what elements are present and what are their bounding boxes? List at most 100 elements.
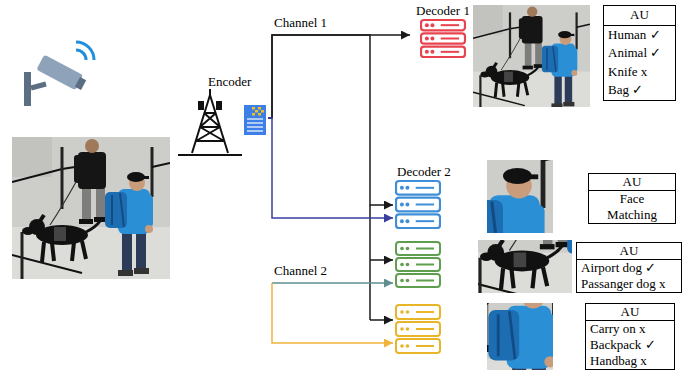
cropped-photo (473, 5, 590, 107)
server-icon (396, 242, 440, 287)
server-light (430, 23, 434, 27)
scene-photo (12, 137, 170, 279)
camera-icon-part (76, 50, 86, 60)
server-light (405, 203, 409, 207)
document-pattern (261, 110, 264, 113)
server-unit (396, 214, 440, 228)
camera-icon-part (24, 72, 31, 106)
channel-wire-part (272, 282, 393, 284)
document-page (244, 105, 266, 135)
document-pattern (255, 110, 258, 113)
table-header: AU (589, 174, 675, 191)
decoder-server: Decoder 1 (410, 3, 476, 62)
au-table: AUFace Matching (588, 173, 676, 224)
node-label: Decoder 1 (410, 3, 476, 18)
server-icon-part (406, 344, 410, 348)
channel-wire-part (369, 205, 371, 320)
cropped-photo (478, 240, 572, 293)
document-line (247, 122, 263, 123)
server-unit (421, 20, 465, 30)
cropped-photo-part (473, 5, 590, 107)
server-icon-part (416, 312, 434, 346)
server-icon (395, 179, 441, 233)
channel-wire (272, 205, 393, 343)
table-cell: Face Matching (597, 191, 667, 223)
table-header: AU (577, 243, 681, 260)
server-unit (421, 47, 465, 57)
server-unit (396, 198, 440, 212)
cropped-photo-part (487, 303, 553, 370)
table-cell: Backpack ✓ (586, 337, 674, 353)
table-header: AU (586, 304, 674, 321)
server-icon-part (416, 249, 434, 281)
document-icon (244, 105, 266, 135)
channel-wire-part (370, 319, 393, 321)
document-line (247, 126, 263, 127)
server-light (400, 203, 404, 207)
server-icon-part (400, 327, 404, 331)
connector-arrow (268, 35, 410, 118)
table-cell: Knife x (604, 63, 675, 82)
decoder-server: Decoder 2 (393, 164, 463, 233)
server-icon (420, 18, 466, 62)
scene-photo-part (12, 137, 170, 279)
server-icon-part (406, 327, 410, 331)
document-pattern (252, 113, 255, 116)
cropped-photo-part (487, 160, 553, 233)
document-pattern (258, 107, 261, 110)
server-light (425, 37, 429, 41)
server-slot (416, 220, 434, 222)
camera-icon-part (31, 84, 46, 88)
server-unit (421, 33, 465, 43)
server-icon-part (406, 310, 410, 314)
server-unit (396, 181, 440, 195)
channel-wire-part (272, 283, 393, 343)
server-icon-part (400, 247, 404, 251)
camera-icon-part-part (75, 77, 86, 90)
table-cell: Bag ✓ (604, 81, 675, 100)
server-icon-part (406, 263, 410, 267)
encoder-icon (178, 89, 268, 159)
document-pattern (258, 113, 261, 116)
server-light (400, 186, 404, 190)
server-light (430, 50, 434, 54)
camera-icon-part (76, 42, 94, 60)
server-slot (416, 204, 434, 206)
channel-label: Channel 2 (274, 263, 327, 278)
channel-wire-part (370, 259, 393, 261)
server-light (405, 219, 409, 223)
table-cell: Passanger dog x (577, 276, 681, 292)
connector-arrow (268, 118, 393, 218)
server-icon (396, 305, 440, 353)
au-table: AUHuman ✓Animal ✓Knife xBag ✓ (603, 5, 676, 101)
server-light (400, 219, 404, 223)
connector-arrow (268, 35, 393, 205)
table-cell: Airport dog ✓ (577, 260, 681, 276)
camera-icon (24, 42, 94, 106)
server-light (430, 37, 434, 41)
table-cell: Handbag x (586, 353, 674, 369)
table-cell: Animal ✓ (604, 44, 675, 63)
antenna-panel (216, 101, 222, 110)
server-slot (441, 51, 459, 53)
server-icon-part (400, 344, 404, 348)
encoder-tower: Encoder (178, 74, 268, 159)
au-table: AUCarry on xBackpack ✓Handbag x (585, 303, 675, 370)
server-icon-part (406, 247, 410, 251)
au-table: AUAirport dog ✓Passanger dog x (576, 242, 682, 293)
antenna-panel (198, 101, 204, 110)
server-slot (416, 187, 434, 189)
document-line (247, 118, 263, 119)
server-icon-part (400, 263, 404, 267)
tower-icon (178, 89, 242, 155)
cropped-photo (487, 160, 553, 233)
server-slot (441, 38, 459, 40)
server-light (405, 186, 409, 190)
tower-frame (178, 89, 242, 155)
cropped-photo-part (478, 240, 572, 293)
server-slot (441, 24, 459, 26)
table-header: AU (604, 6, 675, 26)
server-light (425, 50, 429, 54)
document-pattern (252, 107, 255, 110)
